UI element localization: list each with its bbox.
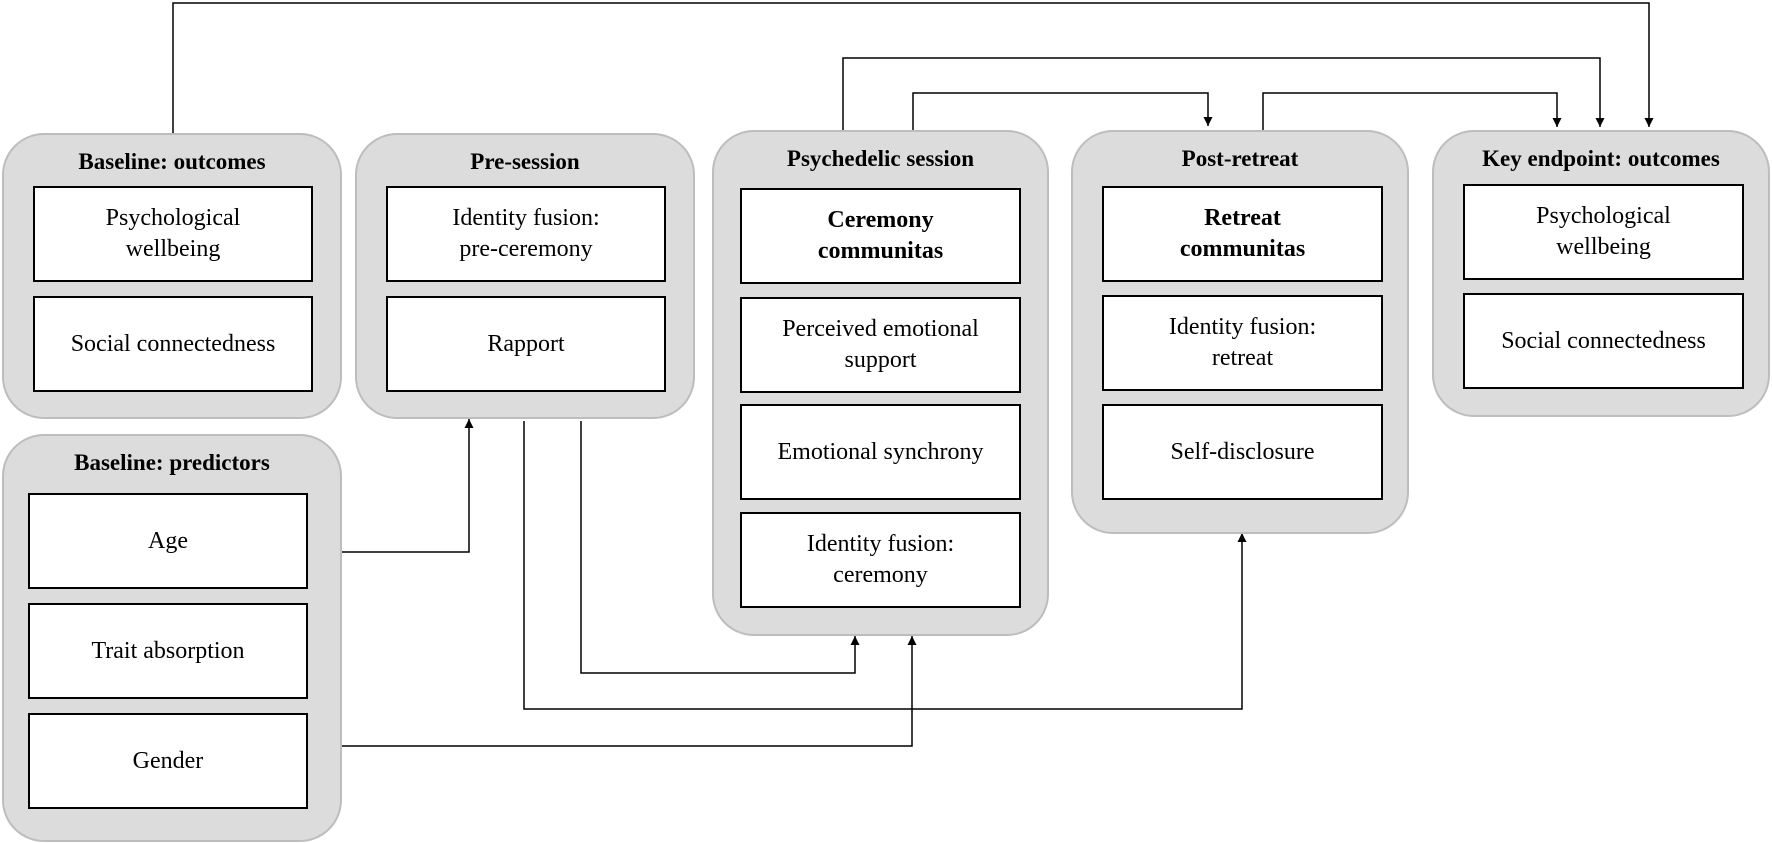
arrow-gender-to-session [342, 636, 917, 747]
arrow-presession-to-postretreat [523, 421, 1247, 710]
variable-ceremony-communitas: Ceremony communitas [740, 188, 1021, 284]
variable-identity-fusion-retreat: Identity fusion: retreat [1102, 295, 1383, 391]
arrow-session-to-postretreat [912, 92, 1213, 130]
group-key-endpoint-outcomes: Key endpoint: outcomes Psychological wel… [1432, 130, 1770, 417]
variable-rapport: Rapport [386, 296, 666, 392]
variable-trait-absorption: Trait absorption [28, 603, 308, 699]
group-title: Pre-session [470, 149, 580, 174]
variable-perceived-emotional-support: Perceived emotional support [740, 297, 1021, 393]
variable-gender: Gender [28, 713, 308, 809]
variable-psychological-wellbeing: Psychological wellbeing [33, 186, 313, 282]
group-title: Post-retreat [1181, 146, 1299, 171]
arrow-age-to-presession [342, 419, 474, 553]
variable-identity-fusion-pre-ceremony: Identity fusion: pre-ceremony [386, 186, 666, 282]
group-title: Key endpoint: outcomes [1482, 146, 1720, 171]
arrow-rapport-to-session [580, 421, 860, 674]
group-baseline-predictors: Baseline: predictors Age Trait absorptio… [2, 434, 342, 842]
group-title: Baseline: predictors [74, 450, 270, 475]
group-post-retreat: Post-retreat Retreat communitas Identity… [1071, 130, 1409, 534]
variable-retreat-communitas: Retreat communitas [1102, 186, 1383, 282]
group-pre-session: Pre-session Identity fusion: pre-ceremon… [355, 133, 695, 419]
arrow-session-to-endpoint [842, 57, 1605, 130]
group-title: Baseline: outcomes [78, 149, 266, 174]
group-baseline-outcomes: Baseline: outcomes Psychological wellbei… [2, 133, 342, 419]
variable-self-disclosure: Self-disclosure [1102, 404, 1383, 500]
arrow-postretreat-to-endpoint [1262, 92, 1562, 130]
group-title: Psychedelic session [786, 146, 975, 171]
variable-identity-fusion-ceremony: Identity fusion: ceremony [740, 512, 1021, 608]
variable-psychological-wellbeing: Psychological wellbeing [1463, 184, 1744, 280]
group-psychedelic-session: Psychedelic session Ceremony communitas … [712, 130, 1049, 636]
variable-social-connectedness: Social connectedness [33, 296, 313, 392]
variable-age: Age [28, 493, 308, 589]
variable-social-connectedness: Social connectedness [1463, 293, 1744, 389]
arrow-baseline-to-endpoint [172, 2, 1654, 133]
variable-emotional-synchrony: Emotional synchrony [740, 404, 1021, 500]
